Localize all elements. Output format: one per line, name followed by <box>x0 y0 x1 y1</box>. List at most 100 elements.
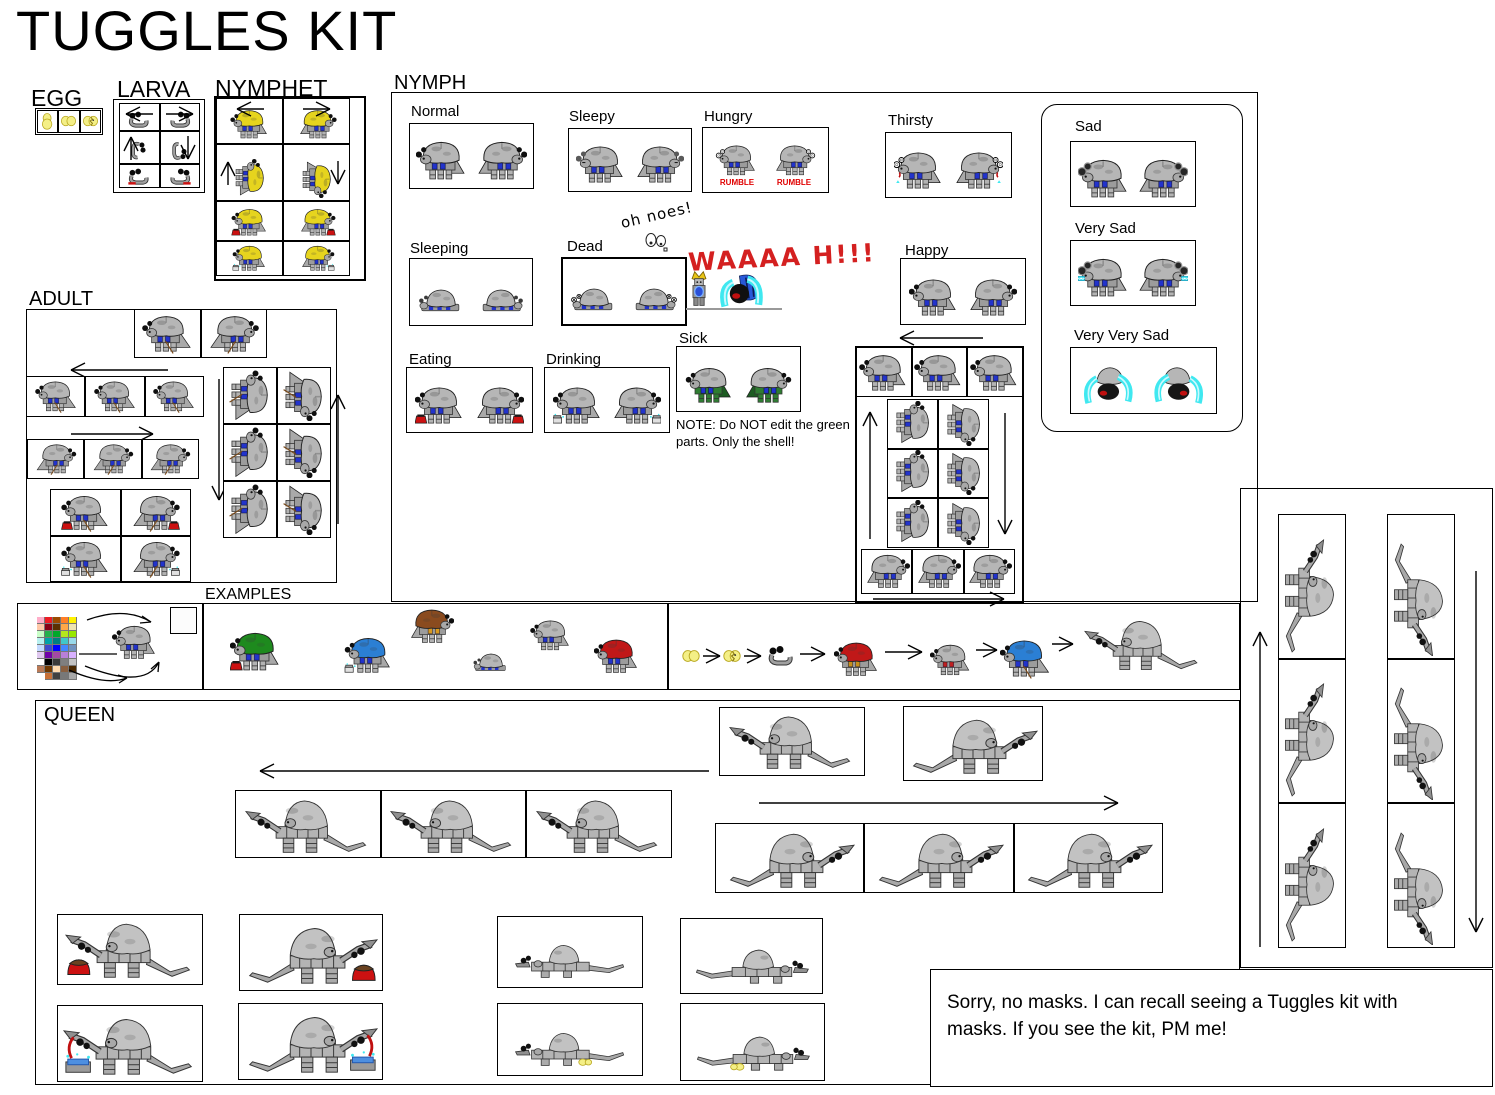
arrow-right-icon <box>975 642 999 658</box>
larva-walk-right-cell <box>159 103 200 131</box>
queen-walk-left-cell <box>526 790 672 858</box>
doodle-face-icon <box>643 232 669 252</box>
adult-stand-right-cell <box>200 309 267 358</box>
queen-walk-left-row <box>235 790 672 858</box>
nymph-state-label-thirsty: Thirsty <box>888 112 933 129</box>
masks-note-text: Sorry, no masks. I can recall seeing a T… <box>947 992 1398 1040</box>
nymph-dead-right-sprite <box>626 279 682 319</box>
nymph-walk-up-cell <box>887 399 938 449</box>
adult-walk-right-cell <box>27 439 85 479</box>
queen-vertical-panel <box>1240 488 1493 968</box>
arrow-up-icon <box>123 135 139 161</box>
adult-walk-left-cell <box>85 376 145 417</box>
nymph-dead-box <box>561 257 687 326</box>
nymph-sick-left-sprite <box>685 364 735 406</box>
adult-walk-right-cell <box>84 439 142 479</box>
larva-box <box>113 99 205 193</box>
nymph-sleepy-right-sprite <box>634 142 684 186</box>
nymph-very-very-sad-box <box>1070 347 1217 414</box>
nymph-walk-vertical-grid <box>887 399 989 548</box>
nymph-walk-right-cell <box>861 549 913 594</box>
nymphet-eat-left-cell <box>216 201 283 241</box>
nymphet-walk-down-cell <box>283 144 350 201</box>
nymph-state-label-very-very-sad: Very Very Sad <box>1074 327 1170 344</box>
larva-walk-up-cell <box>119 131 160 164</box>
arrow-up-icon <box>330 393 346 525</box>
arrow-right-icon <box>758 795 1120 811</box>
arrow-down-icon <box>180 135 196 161</box>
page-title: TUGGLES KIT <box>16 0 398 62</box>
egg-section-label: EGG <box>31 85 83 111</box>
queen-walk-up-cell <box>1278 658 1346 804</box>
nymphet-walk-up-cell <box>216 144 283 201</box>
nymphet-walk-right-cell <box>283 98 350 144</box>
nymph-sad-right-sprite <box>1136 155 1189 201</box>
life-cycle-larva-sprite <box>766 644 796 666</box>
adult-walk-vertical-grid <box>223 367 331 538</box>
nymph-happy-right-sprite <box>967 275 1017 319</box>
example-gray-sleeping-sprite <box>468 646 514 678</box>
nymph-drinking-box <box>544 367 670 433</box>
queen-stand-right-box <box>903 706 1043 781</box>
queen-walk-down-cell <box>1387 514 1455 659</box>
arrow-left-icon <box>124 106 154 122</box>
larva-eat-left-cell <box>119 164 160 188</box>
nymph-box <box>391 92 1258 602</box>
arrow-up-icon <box>862 410 878 540</box>
queen-walk-right-cell <box>1013 823 1163 893</box>
adult-walk-left-row <box>26 376 204 417</box>
queen-walk-down-cell <box>1387 658 1455 804</box>
adult-drink-left-cell <box>50 535 121 582</box>
larva-section-label: LARVA <box>117 76 191 102</box>
queen-box <box>35 700 1240 1085</box>
adult-walk-up-cell <box>223 424 277 481</box>
nymph-vsad-left-sprite <box>1077 254 1130 300</box>
life-cycle-nymph-sprite <box>930 628 972 678</box>
nymph-very-sad-box <box>1070 240 1196 306</box>
nymph-walk-down-cell <box>938 498 989 548</box>
nymph-sleepy-left-sprite <box>576 142 626 186</box>
nymph-sick-box <box>676 346 801 412</box>
queen-sleeping-left-box <box>497 916 643 988</box>
arrow-right-icon <box>743 648 763 664</box>
nymph-walk-left-row <box>856 347 1023 397</box>
arrow-up-icon <box>220 160 236 186</box>
adult-walk-down-cell <box>277 481 331 538</box>
nymph-dead-left-sprite <box>566 279 622 319</box>
nymphet-drink-left-cell <box>216 241 283 276</box>
nymphet-drink-right-cell <box>283 241 350 276</box>
queen-eating-left-box <box>57 914 203 985</box>
examples-palette-box <box>17 603 203 690</box>
nymph-drink-left-sprite <box>553 383 603 427</box>
egg-box <box>35 108 103 135</box>
example-red-sprite <box>594 634 640 676</box>
nymphet-grid <box>216 98 350 276</box>
nymph-state-label-sleeping: Sleeping <box>410 240 469 257</box>
queen-walk-right-cell <box>715 823 865 893</box>
arrow-right-icon <box>165 106 195 122</box>
arrow-left-icon <box>258 763 710 779</box>
examples-recolors-box <box>203 603 668 690</box>
masks-note-box <box>930 969 1493 1087</box>
ground-line <box>686 308 782 310</box>
arrow-right-icon <box>1051 636 1075 652</box>
queen-drinking-left-box <box>57 1005 203 1082</box>
nymph-walk-left-cell <box>911 347 968 397</box>
nymph-thirsty-right-sprite <box>953 148 1003 192</box>
nymph-vsad-right-sprite <box>1136 254 1189 300</box>
arrow-left-icon <box>898 330 984 346</box>
adult-eat-right-cell <box>120 489 191 536</box>
adult-drink-right-cell <box>120 535 191 582</box>
examples-section-label: EXAMPLES <box>205 586 292 603</box>
knight-doodle-sprite <box>687 270 711 308</box>
nymph-walk-right-cell <box>963 549 1015 594</box>
nymph-walk-down-cell <box>938 399 989 449</box>
adult-walk-right-row <box>27 439 199 479</box>
queen-walk-right-cell <box>864 823 1014 893</box>
life-cycle-hatching-egg-sprite <box>723 646 741 666</box>
nymph-state-label-hungry: Hungry <box>704 108 753 125</box>
adult-stand-pair <box>134 309 267 358</box>
life-cycle-queen-sprite <box>1076 614 1210 672</box>
nymph-happy-box <box>900 258 1026 325</box>
